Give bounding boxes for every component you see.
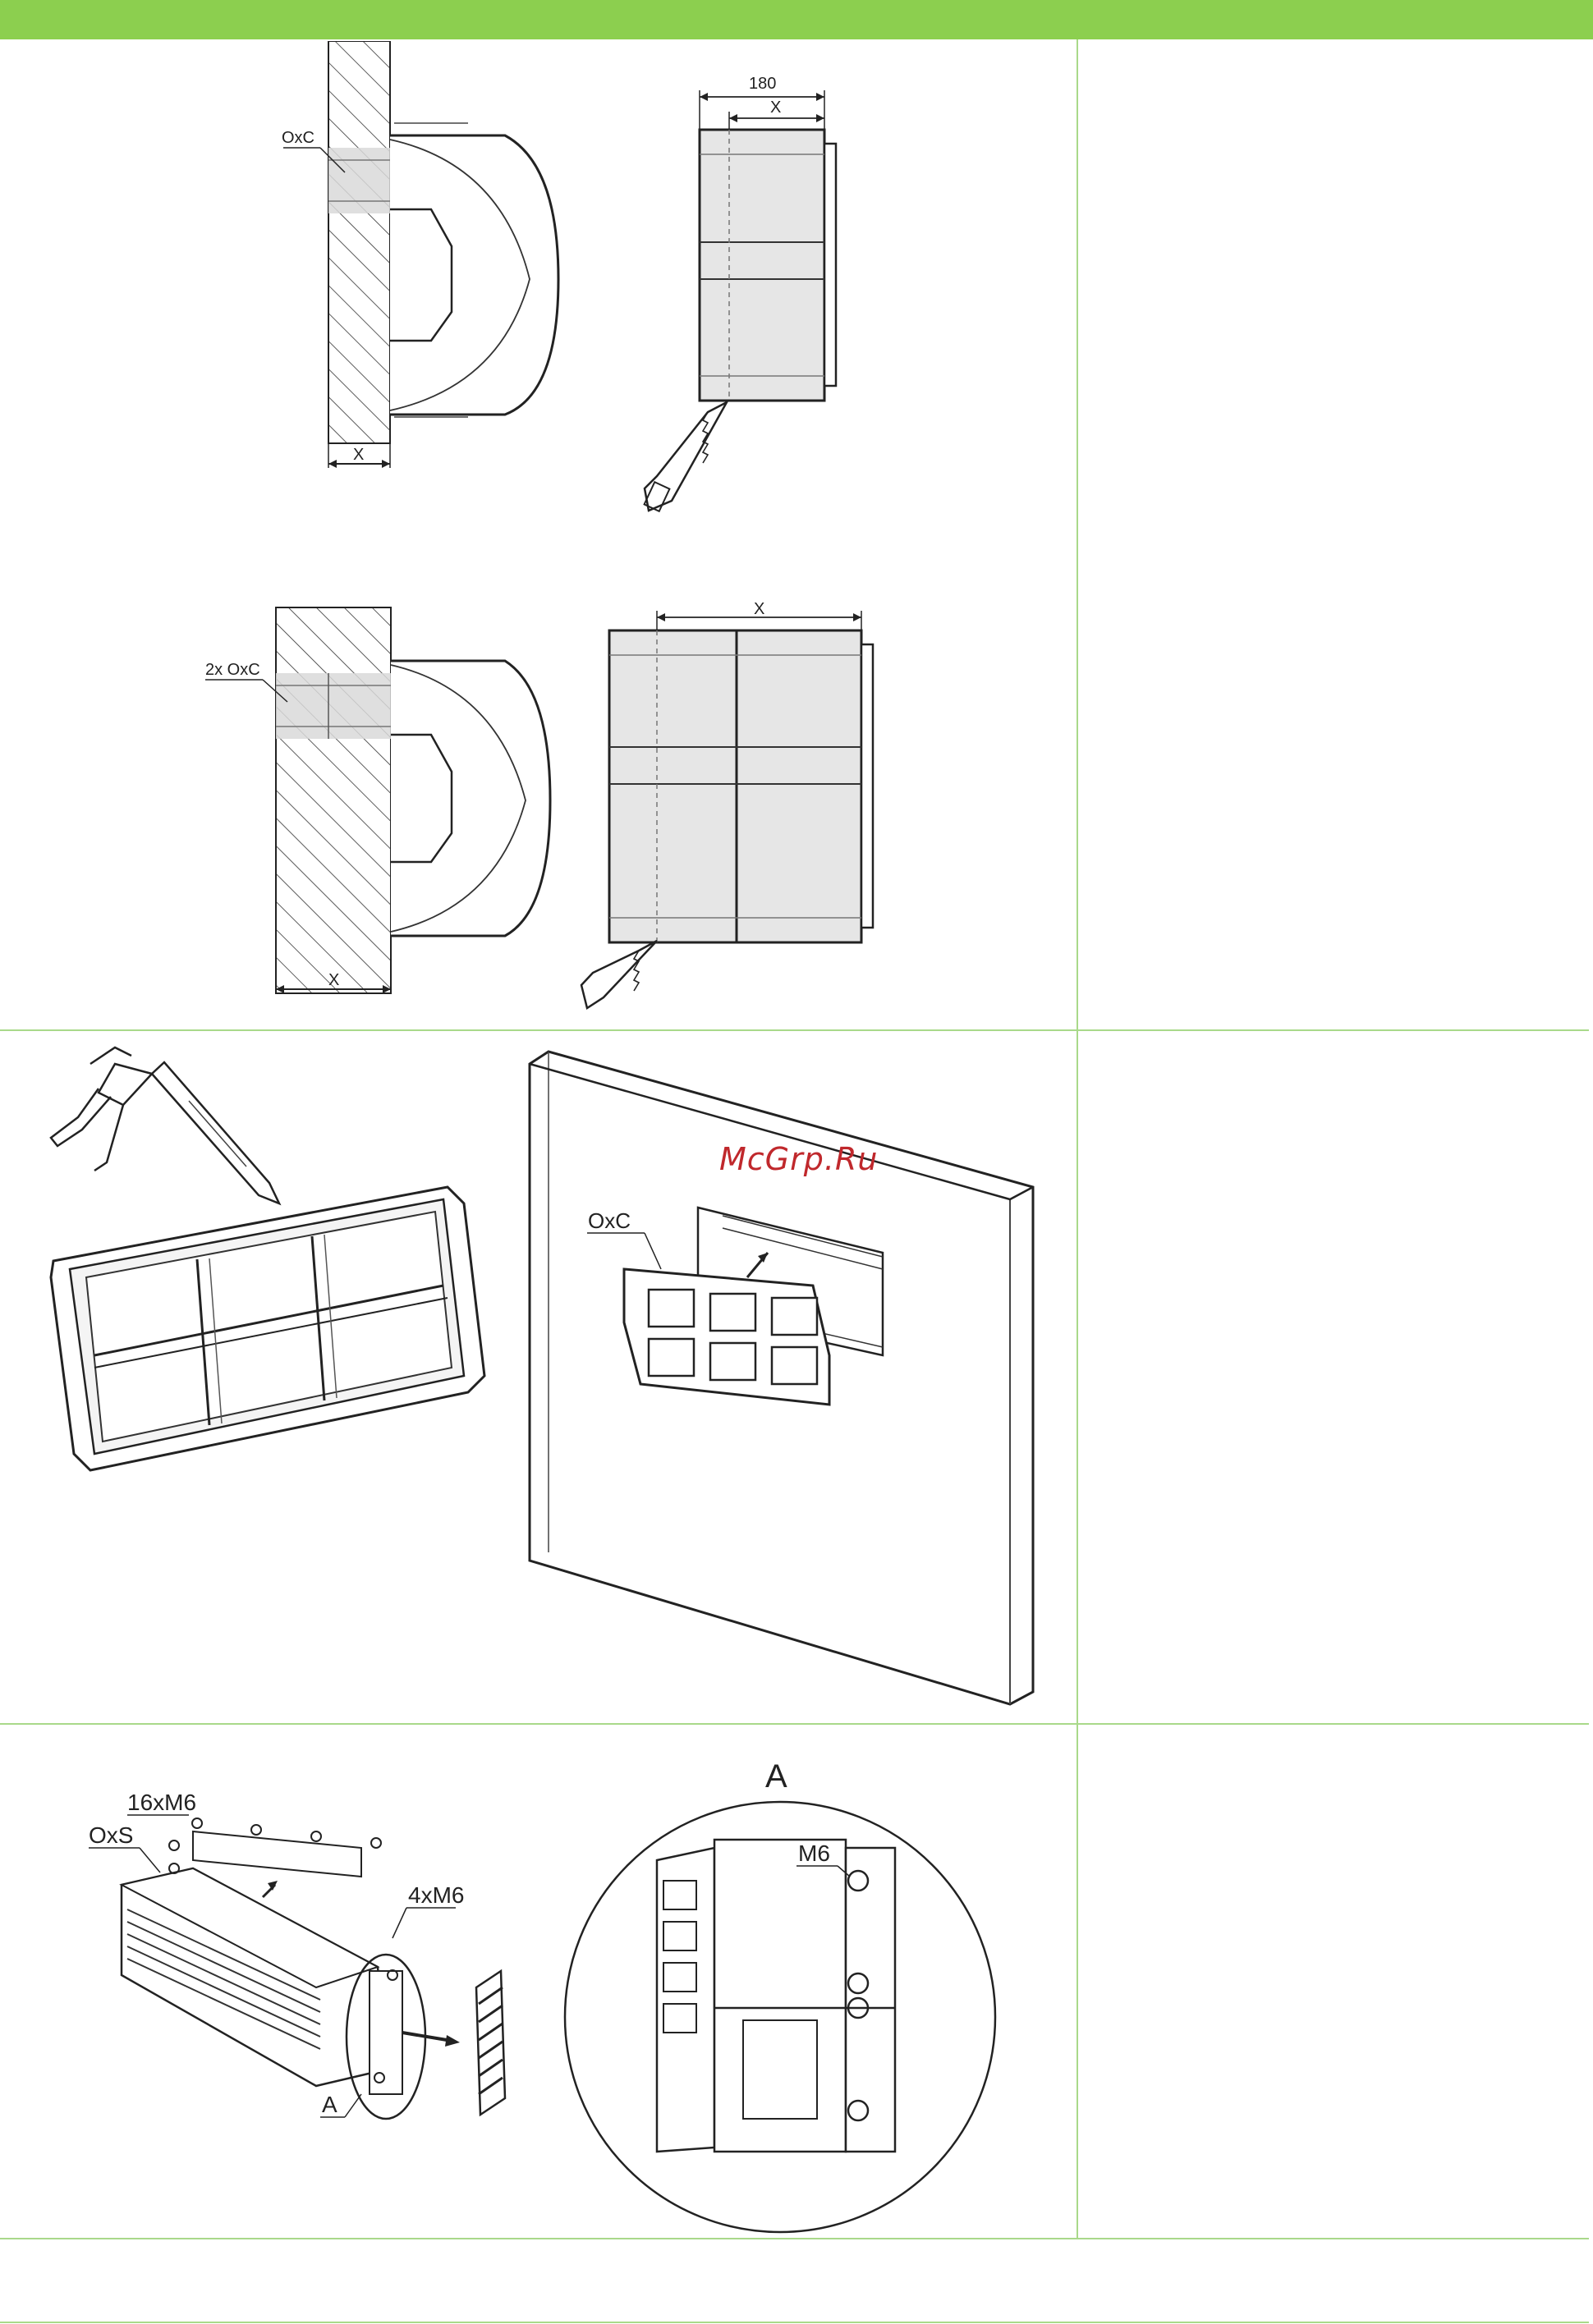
block-cut-single xyxy=(645,90,836,511)
detail-a-title: A xyxy=(765,1758,787,1795)
dim-x-bottom-right: X xyxy=(754,600,764,618)
row-divider-3 xyxy=(0,2238,1589,2239)
m6-label: M6 xyxy=(798,1840,830,1866)
dim-x-top-right: X xyxy=(770,99,781,117)
sealant-diagram-svg: OxC xyxy=(0,1031,1076,1721)
oxs-unit xyxy=(122,1831,460,2119)
dim-x-bottom-left: X xyxy=(328,971,339,989)
column-divider xyxy=(1077,39,1078,2239)
grille-mounting-svg: 16xM6 OxS 4xM6 A A M6 xyxy=(0,1725,1076,2237)
caulk-gun-illustration xyxy=(51,1047,279,1203)
detail-a-circle xyxy=(565,1802,995,2232)
frame-with-sealant xyxy=(51,1187,484,1470)
oxc-wall-label: OxC xyxy=(588,1208,631,1233)
section-grille-mounting: 16xM6 OxS 4xM6 A A M6 xyxy=(0,1725,1076,2237)
detail-ref-a-label: A xyxy=(322,2092,337,2117)
wall-section-single xyxy=(283,41,558,468)
2x-oxc-label: 2x OxC xyxy=(205,661,260,679)
oxc-label-top: OxC xyxy=(282,129,314,147)
16xm6-label: 16xM6 xyxy=(127,1790,196,1815)
oxs-label: OxS xyxy=(89,1822,133,1848)
section-cutting-diagrams: OxC X 180 X 2x OxC X xyxy=(0,41,1076,1026)
section-sealant-installation: OxC xyxy=(0,1031,1076,1721)
block-cut-double xyxy=(581,611,873,1008)
watermark-text: McGrp.Ru xyxy=(719,1141,878,1177)
dim-x-top-left: X xyxy=(353,446,364,464)
header-bar xyxy=(0,0,1593,39)
grille-panel xyxy=(476,1971,505,2115)
cutting-diagram-svg: OxC X 180 X 2x OxC X xyxy=(0,41,1076,1026)
4xm6-label: 4xM6 xyxy=(408,1882,464,1908)
dim-180-label: 180 xyxy=(749,75,776,93)
page-bottom-line xyxy=(0,2322,1589,2323)
